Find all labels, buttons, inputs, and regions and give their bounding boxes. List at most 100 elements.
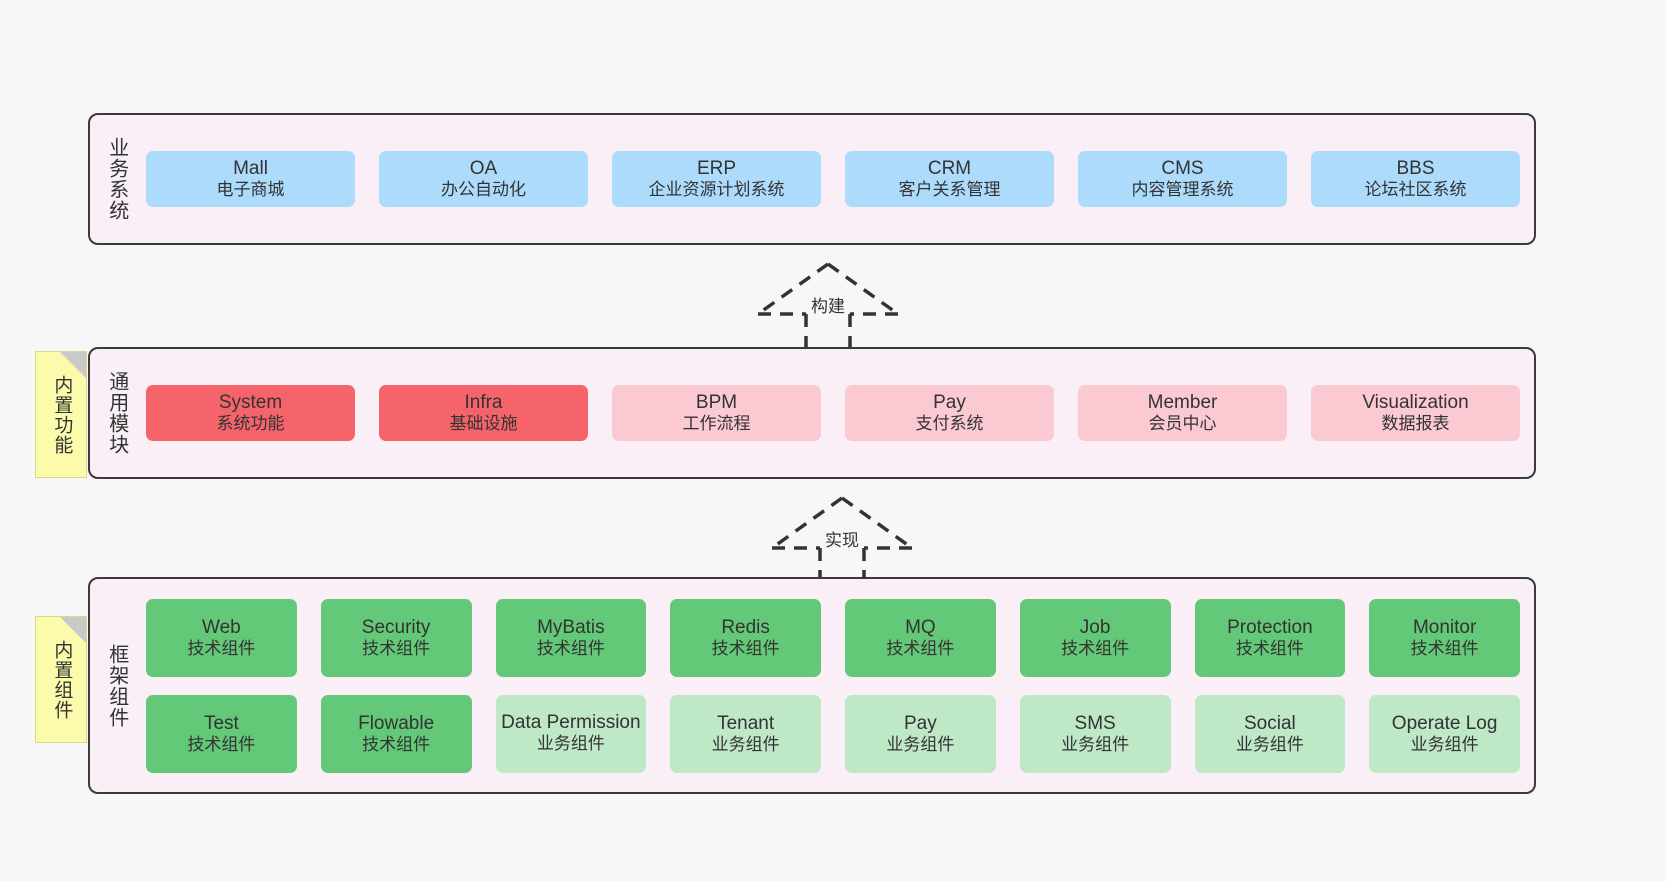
- card-title: BBS: [1396, 158, 1435, 180]
- layer-common-modules: 通用模块 System 系统功能 Infra 基础设施 BPM 工作流程 Pay…: [88, 347, 1536, 479]
- arrow-implement-label: 实现: [825, 531, 859, 550]
- card-title: Pay: [933, 392, 966, 414]
- card-subtitle: 业务组件: [1410, 734, 1479, 754]
- card-bbs[interactable]: BBS 论坛社区系统: [1311, 151, 1520, 207]
- layer-title-framework-components: 框架组件: [105, 643, 128, 728]
- card-infra[interactable]: Infra 基础设施: [379, 385, 588, 441]
- card-title: CRM: [927, 158, 972, 180]
- card-subtitle: 技术组件: [536, 638, 605, 658]
- card-title: CMS: [1161, 158, 1204, 180]
- card-subtitle: 内容管理系统: [1131, 180, 1234, 200]
- card-data-permission[interactable]: Data Permission 业务组件: [495, 694, 647, 773]
- card-subtitle: 论坛社区系统: [1364, 180, 1467, 200]
- sticky-note-label: 内置功能: [51, 374, 73, 455]
- card-subtitle: 业务组件: [711, 734, 780, 754]
- card-bpm[interactable]: BPM 工作流程: [612, 385, 821, 441]
- card-oa[interactable]: OA 办公自动化: [379, 151, 588, 207]
- card-title: Mall: [233, 158, 268, 180]
- card-subtitle: 技术组件: [711, 638, 780, 658]
- card-subtitle: 业务组件: [1061, 734, 1130, 754]
- card-redis[interactable]: Redis 技术组件: [670, 598, 821, 677]
- card-title: Test: [203, 712, 239, 734]
- card-title: System: [218, 392, 283, 414]
- card-title: Social: [1244, 712, 1296, 734]
- card-erp[interactable]: ERP 企业资源计划系统: [612, 151, 821, 207]
- card-tenant[interactable]: Tenant 业务组件: [670, 694, 821, 773]
- card-social[interactable]: Social 业务组件: [1194, 694, 1346, 773]
- card-subtitle: 业务组件: [536, 733, 605, 753]
- card-operate-log[interactable]: Operate Log 业务组件: [1369, 694, 1520, 773]
- card-subtitle: 技术组件: [1410, 638, 1479, 658]
- layer-body-business-systems: Mall 电子商城 OA 办公自动化 ERP 企业资源计划系统 CRM 客户关系…: [142, 115, 1534, 243]
- card-title: SMS: [1074, 712, 1116, 734]
- card-subtitle: 支付系统: [915, 414, 984, 434]
- card-title: BPM: [695, 392, 738, 414]
- card-title: Security: [361, 616, 431, 638]
- card-row: Web 技术组件 Security 技术组件 MyBatis 技术组件 Redi…: [146, 598, 1520, 677]
- card-title: MQ: [905, 616, 936, 638]
- card-job[interactable]: Job 技术组件: [1019, 598, 1171, 677]
- card-subtitle: 办公自动化: [441, 180, 526, 200]
- card-title: Redis: [721, 616, 770, 638]
- card-title: OA: [469, 158, 498, 180]
- card-subtitle: 技术组件: [362, 638, 431, 658]
- card-title: Web: [202, 616, 241, 638]
- sticky-note-label: 内置组件: [51, 639, 73, 720]
- card-subtitle: 电子商城: [216, 180, 285, 200]
- card-title: Monitor: [1412, 616, 1477, 638]
- card-title: Flowable: [358, 712, 435, 734]
- card-monitor[interactable]: Monitor 技术组件: [1369, 598, 1520, 677]
- card-mq[interactable]: MQ 技术组件: [845, 598, 996, 677]
- card-mall[interactable]: Mall 电子商城: [146, 151, 355, 207]
- card-cms[interactable]: CMS 内容管理系统: [1078, 151, 1287, 207]
- card-title: Operate Log: [1391, 712, 1498, 734]
- card-subtitle: 基础设施: [449, 414, 518, 434]
- card-row: System 系统功能 Infra 基础设施 BPM 工作流程 Pay 支付系统…: [146, 385, 1520, 441]
- card-visualization[interactable]: Visualization 数据报表: [1311, 385, 1520, 441]
- card-subtitle: 技术组件: [886, 638, 955, 658]
- card-subtitle: 客户关系管理: [898, 180, 1001, 200]
- card-subtitle: 数据报表: [1381, 414, 1450, 434]
- card-member[interactable]: Member 会员中心: [1078, 385, 1287, 441]
- card-subtitle: 系统功能: [216, 414, 285, 434]
- card-row: Test 技术组件 Flowable 技术组件 Data Permission …: [146, 694, 1520, 773]
- card-title: Job: [1079, 616, 1111, 638]
- page-fold-icon: [60, 352, 86, 378]
- card-subtitle: 企业资源计划系统: [648, 180, 785, 200]
- card-subtitle: 业务组件: [886, 734, 955, 754]
- card-pay-business[interactable]: Pay 业务组件: [845, 694, 996, 773]
- layer-framework-components: 框架组件 Web 技术组件 Security 技术组件 MyBatis 技术组件…: [88, 577, 1536, 794]
- card-subtitle: 技术组件: [1235, 638, 1304, 658]
- card-title: ERP: [696, 158, 737, 180]
- card-title: Member: [1147, 392, 1218, 414]
- layer-title-common-modules: 通用模块: [105, 371, 128, 455]
- card-web[interactable]: Web 技术组件: [146, 598, 297, 677]
- card-flowable[interactable]: Flowable 技术组件: [320, 694, 472, 773]
- sticky-note-builtin-components: 内置组件: [35, 616, 87, 743]
- layer-body-common-modules: System 系统功能 Infra 基础设施 BPM 工作流程 Pay 支付系统…: [142, 349, 1534, 477]
- card-system[interactable]: System 系统功能: [146, 385, 355, 441]
- card-title: Infra: [464, 392, 503, 414]
- card-title: Pay: [904, 712, 937, 734]
- card-pay[interactable]: Pay 支付系统: [845, 385, 1054, 441]
- card-subtitle: 技术组件: [187, 638, 256, 658]
- card-security[interactable]: Security 技术组件: [320, 598, 472, 677]
- card-subtitle: 会员中心: [1148, 414, 1217, 434]
- card-subtitle: 技术组件: [1061, 638, 1130, 658]
- card-title: MyBatis: [537, 616, 605, 638]
- layer-title-business-systems: 业务系统: [105, 137, 128, 221]
- page-fold-icon: [60, 617, 86, 643]
- card-subtitle: 业务组件: [1235, 734, 1304, 754]
- card-test[interactable]: Test 技术组件: [146, 694, 297, 773]
- arrow-build-label: 构建: [811, 297, 845, 316]
- card-subtitle: 技术组件: [362, 734, 431, 754]
- arrow-implement: 实现: [762, 492, 922, 587]
- card-protection[interactable]: Protection 技术组件: [1194, 598, 1346, 677]
- card-subtitle: 技术组件: [187, 734, 256, 754]
- card-sms[interactable]: SMS 业务组件: [1019, 694, 1171, 773]
- card-subtitle: 工作流程: [682, 414, 751, 434]
- card-title: Data Permission: [501, 711, 641, 733]
- card-crm[interactable]: CRM 客户关系管理: [845, 151, 1054, 207]
- card-mybatis[interactable]: MyBatis 技术组件: [495, 598, 647, 677]
